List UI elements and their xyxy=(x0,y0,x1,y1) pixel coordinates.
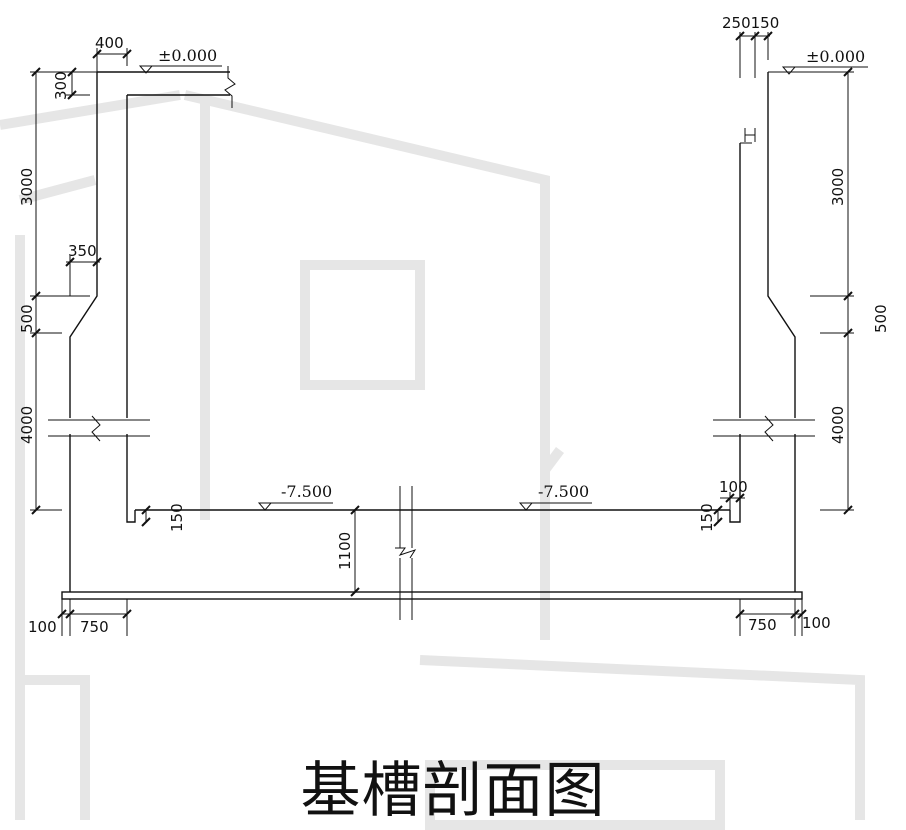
right-wall xyxy=(713,72,815,592)
level-marker-bottom-left: -7.500 xyxy=(257,482,333,511)
dim-300-left: 300 xyxy=(52,71,70,100)
trench-floor xyxy=(61,486,803,620)
right-dimensions: 3000 500 4000 250150 100 150 750 100 xyxy=(698,14,890,636)
dim-150-left: 150 xyxy=(168,503,186,532)
dim-1100: 1100 xyxy=(336,532,354,570)
dim-4000-right: 4000 xyxy=(829,406,847,444)
background-watermark xyxy=(0,90,865,830)
level-marker-top-left: ±0.000 xyxy=(138,46,222,74)
dim-350: 350 xyxy=(68,242,97,260)
dim-100-bottom-right: 100 xyxy=(802,614,831,632)
dim-750-bottom-left: 750 xyxy=(80,618,109,636)
dim-150-right: 150 xyxy=(698,503,716,532)
drawing-title: 基槽剖面图 xyxy=(300,756,606,826)
level-marker-top-right: ±0.000 xyxy=(781,47,868,75)
dim-100-pad-right: 100 xyxy=(719,478,748,496)
svg-text:-7.500: -7.500 xyxy=(538,482,589,501)
level-marker-bottom-right: -7.500 xyxy=(518,482,592,511)
dim-4000-left: 4000 xyxy=(18,406,36,444)
left-dimensions: 300 3000 500 4000 400 350 150 1100 xyxy=(18,34,362,636)
dim-100-bottom-left: 100 xyxy=(28,618,57,636)
left-wall xyxy=(48,66,236,592)
svg-text:±0.000: ±0.000 xyxy=(806,47,865,66)
dim-3000-left: 3000 xyxy=(18,168,36,206)
dim-400: 400 xyxy=(95,34,124,52)
svg-text:±0.000: ±0.000 xyxy=(158,46,217,65)
dim-500-right: 500 xyxy=(872,304,890,333)
dim-750-bottom-right: 750 xyxy=(748,616,777,634)
dim-250150: 250150 xyxy=(722,14,779,32)
dim-500-left: 500 xyxy=(18,304,36,333)
dim-3000-right: 3000 xyxy=(829,168,847,206)
svg-text:-7.500: -7.500 xyxy=(281,482,332,501)
